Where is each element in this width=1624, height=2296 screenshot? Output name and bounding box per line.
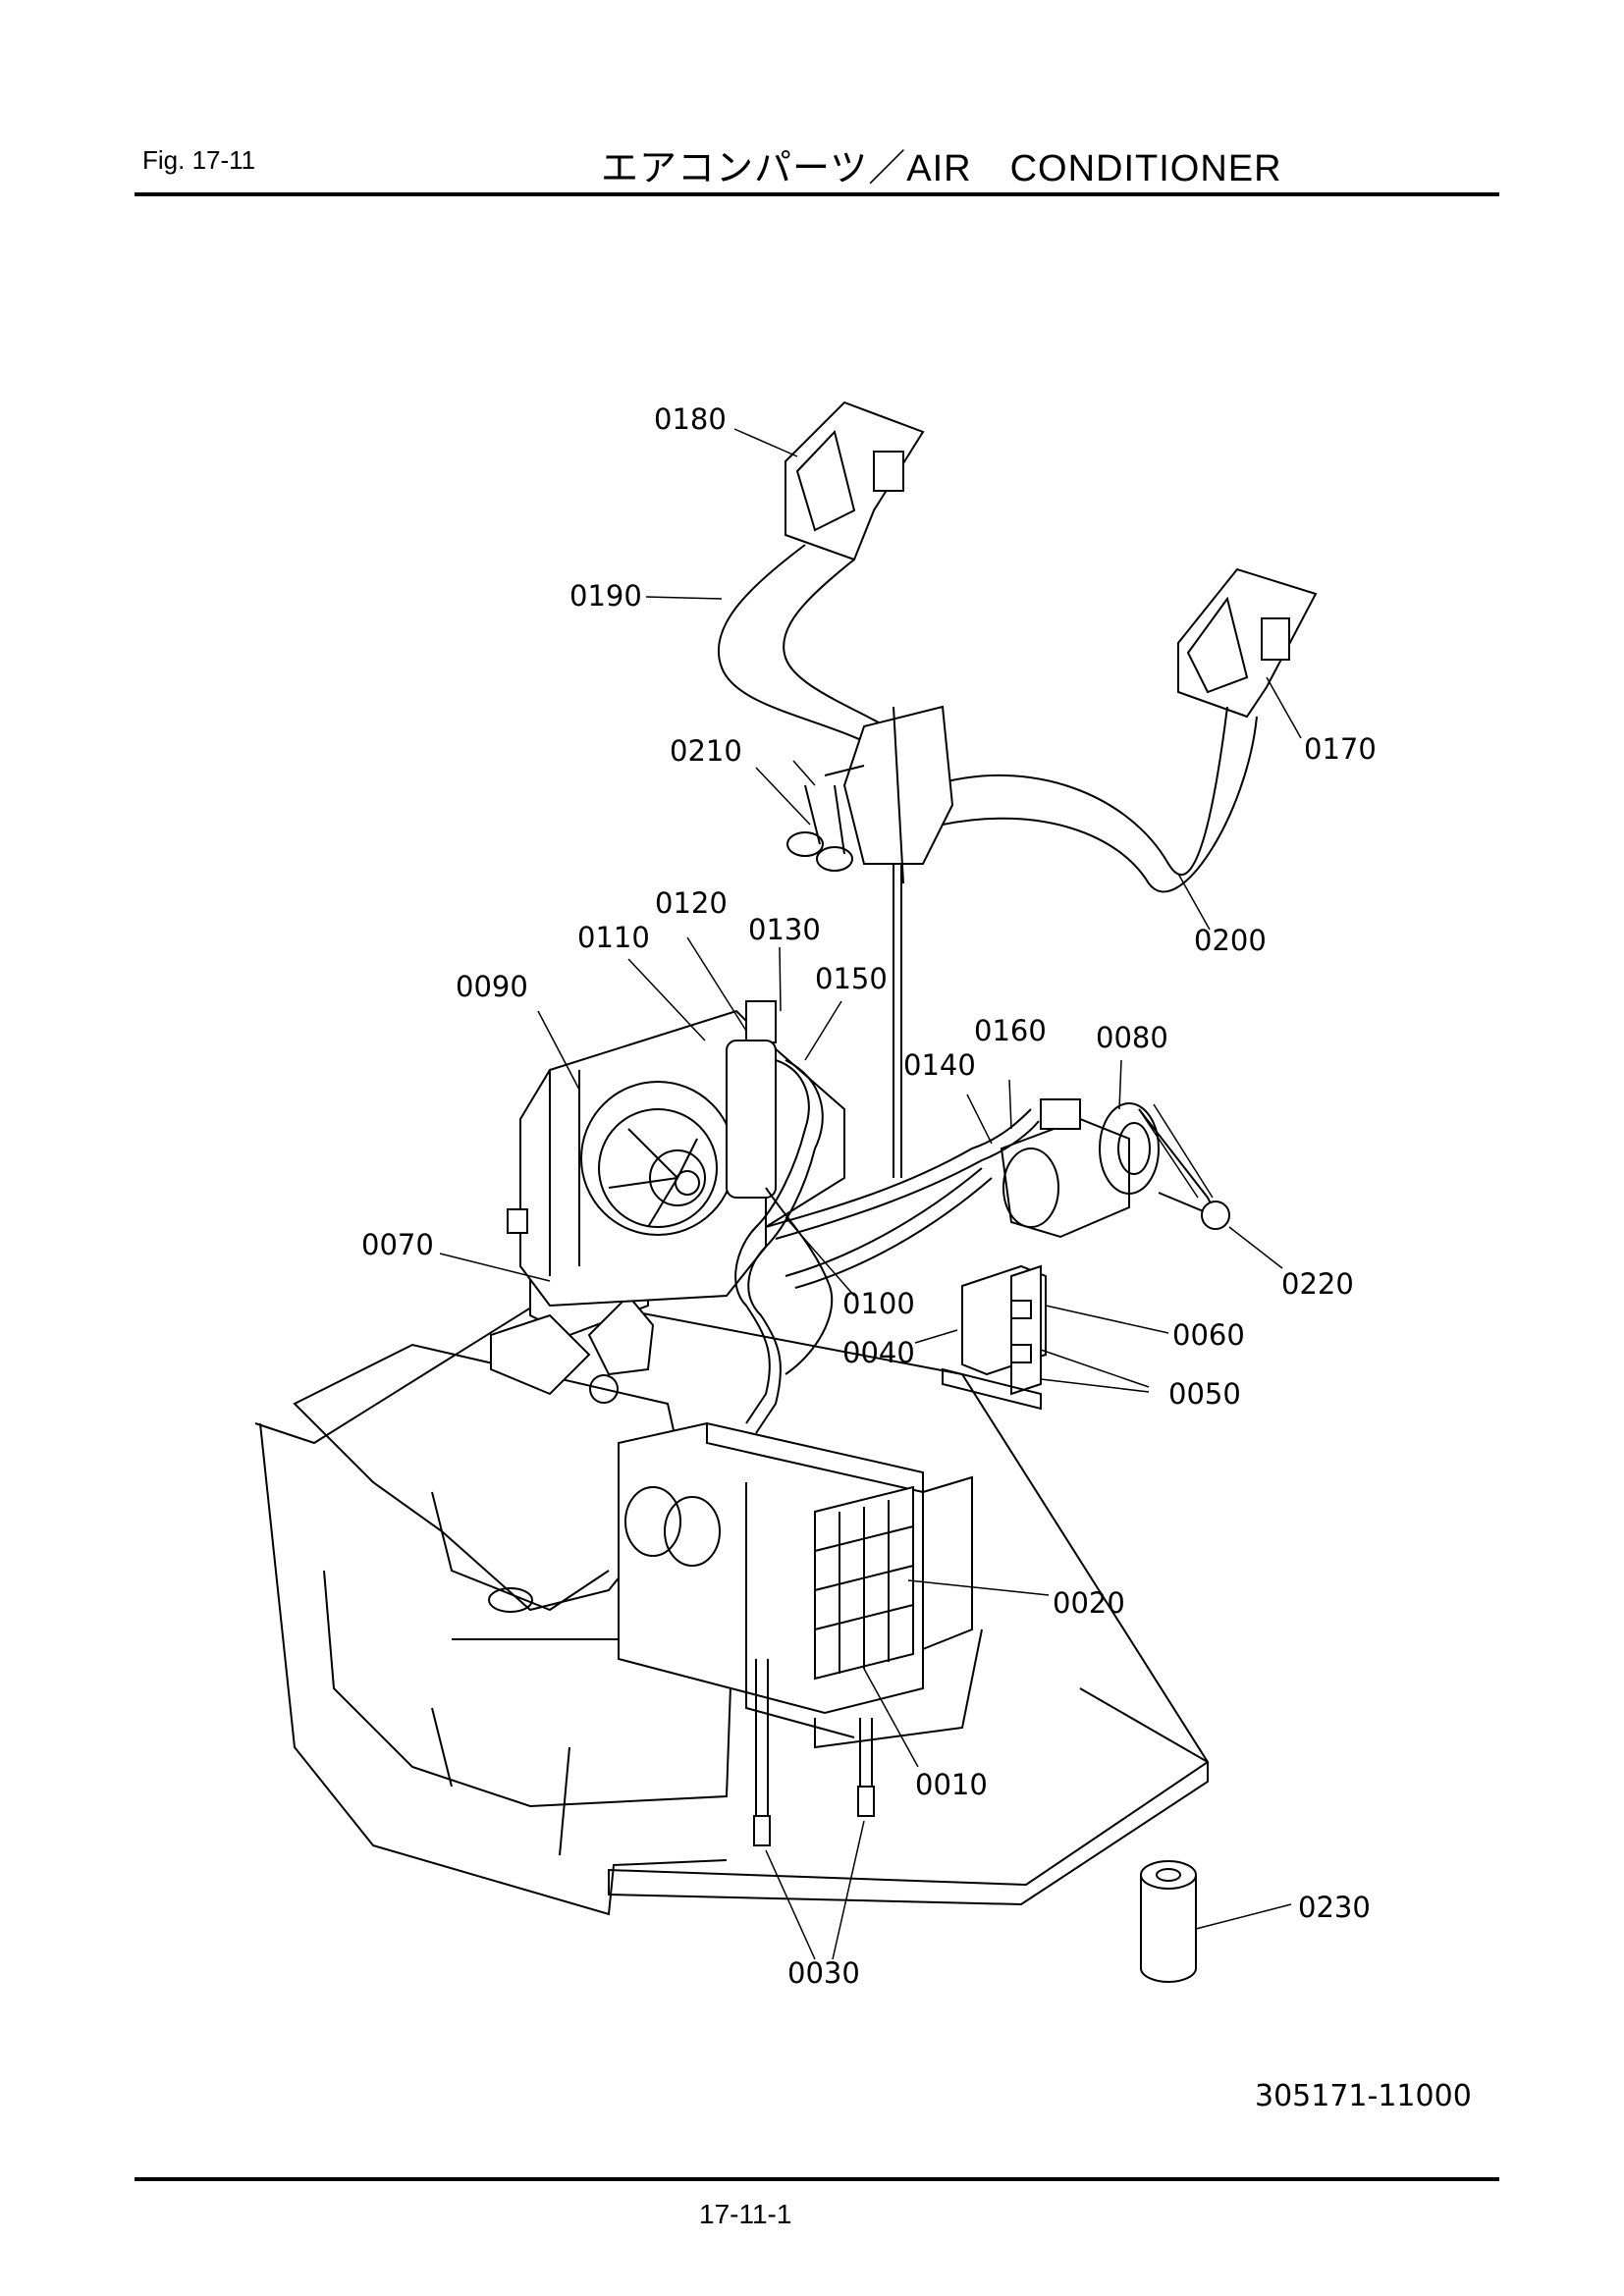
callout-0200: 0200 [1194, 924, 1267, 957]
callout-0180: 0180 [654, 402, 727, 436]
callout-0090: 0090 [456, 970, 528, 1003]
drain-hoses [753, 1659, 875, 1846]
cab-floor-base [254, 1294, 1210, 1906]
receiver-drier-assembly [726, 1000, 834, 1434]
condenser-fan-unit [507, 1009, 845, 1308]
callout-0010: 0010 [915, 1768, 988, 1801]
callout-0170: 0170 [1304, 732, 1377, 766]
evaporator-heater-unit [618, 1421, 983, 1749]
page-title: エアコンパーツ／AIR CONDITIONER [601, 148, 1282, 189]
callout-0020: 0020 [1053, 1586, 1125, 1620]
callout-0050: 0050 [1168, 1377, 1241, 1411]
callout-0130: 0130 [748, 913, 821, 946]
callout-0060: 0060 [1172, 1318, 1245, 1352]
figure-label: Fig. 17-11 [142, 145, 256, 175]
refrigerant-hoses [765, 1108, 1040, 1289]
drive-belt [1138, 1103, 1214, 1199]
header-rule [135, 192, 1499, 196]
callout-0100: 0100 [842, 1287, 915, 1320]
callout-0210: 0210 [670, 734, 742, 768]
leader-lines [439, 428, 1302, 1960]
callout-0040: 0040 [842, 1336, 915, 1369]
air-duct-assembly [717, 400, 1318, 1178]
callout-0190: 0190 [569, 579, 642, 613]
page-number: 17-11-1 [699, 2199, 792, 2229]
callout-0070: 0070 [361, 1228, 434, 1261]
callout-0030: 0030 [787, 1956, 860, 1990]
callout-0120: 0120 [655, 886, 728, 920]
callout-0110: 0110 [577, 921, 650, 954]
callout-0220: 0220 [1281, 1267, 1354, 1301]
compressor [1000, 1098, 1230, 1239]
footer-rule [135, 2177, 1499, 2181]
relay-controller [942, 1264, 1047, 1411]
drawing-number: 305171-11000 [1255, 2079, 1472, 2113]
callout-0150: 0150 [815, 962, 888, 995]
callout-0080: 0080 [1096, 1021, 1168, 1054]
callout-0230: 0230 [1298, 1891, 1371, 1924]
callout-0140: 0140 [903, 1048, 976, 1082]
callout-0160: 0160 [974, 1014, 1047, 1047]
filter-cylinder [1140, 1860, 1197, 1983]
